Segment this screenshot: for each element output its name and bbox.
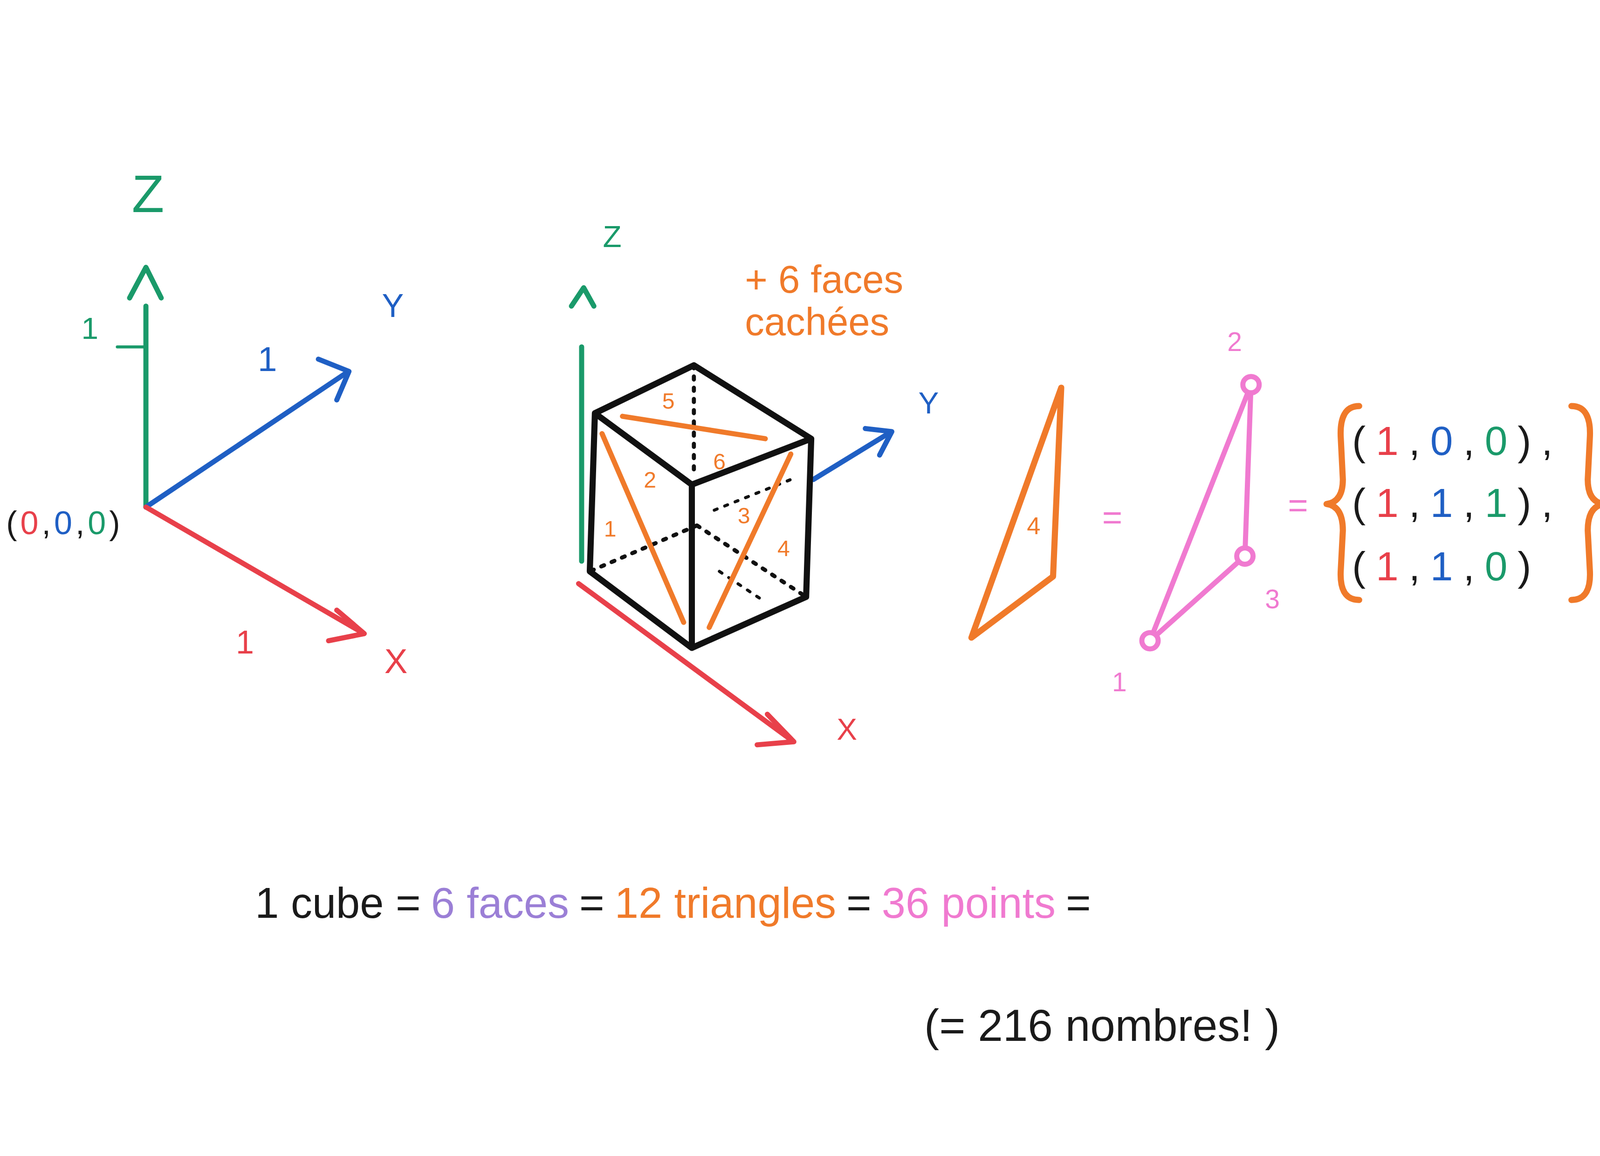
- coordinate-character: ,: [1408, 418, 1431, 464]
- equals-sign: =: [579, 879, 605, 927]
- coordinate-character: ): [109, 505, 124, 542]
- vertex-dot: [1236, 547, 1254, 564]
- equation-row: 1 cube =6 faces=12 triangles=36 points=: [254, 879, 1091, 927]
- face-number: 1: [604, 516, 617, 542]
- coordinate-character: (: [1352, 543, 1376, 590]
- left-axes: [117, 267, 365, 641]
- axis-label: Z: [131, 164, 165, 223]
- x-arrowhead: [757, 714, 795, 745]
- coordinate-character: 1: [1430, 480, 1464, 526]
- coordinate-character: 0: [1484, 543, 1518, 590]
- coordinate-character: ,: [1462, 543, 1485, 590]
- coordinate-character: ,: [41, 505, 54, 542]
- vertex-number: 3: [1264, 584, 1280, 614]
- right-diagonal: [709, 453, 791, 628]
- z-axis: [143, 306, 149, 508]
- coordinate-character: ,: [1408, 543, 1431, 590]
- face-number: 6: [713, 448, 726, 474]
- number-count-note: (= 216 nombres! ): [924, 1000, 1280, 1051]
- coordinate-character: 0: [87, 505, 110, 542]
- coordinate-character: (: [1352, 480, 1376, 526]
- triangle-outline: [1149, 384, 1251, 641]
- axis-label: Y: [918, 386, 939, 420]
- face-number: 5: [662, 388, 675, 414]
- x-arrowhead: [328, 610, 365, 641]
- vertex-number: 2: [1227, 327, 1243, 357]
- vertex-coordinates: (1,0,0),: [1352, 418, 1564, 464]
- axis-label: Z: [603, 219, 622, 254]
- coordinate-character: (: [1352, 418, 1376, 464]
- triangle-number: 4: [1026, 512, 1041, 540]
- right-brace: [1571, 405, 1600, 600]
- unit-mark: 1: [235, 624, 255, 661]
- coordinate-character: ,: [75, 505, 88, 542]
- vertex-coordinates: (1,1,0): [1352, 543, 1542, 589]
- equation-term: 12 triangles: [614, 879, 837, 927]
- equals-sign: =: [846, 879, 872, 927]
- coordinate-character: 1: [1375, 418, 1409, 464]
- axis-label: X: [836, 712, 858, 747]
- vertex-dot: [1242, 376, 1260, 393]
- coordinate-character: ): [1517, 418, 1542, 464]
- face-number: 3: [737, 502, 751, 528]
- coordinate-character: ,: [1541, 418, 1563, 464]
- axis-label: X: [384, 642, 408, 681]
- pink-triangle: [1141, 376, 1260, 649]
- unit-mark: 1: [257, 340, 277, 379]
- z-arrowhead: [129, 267, 162, 298]
- equals-sign: =: [1102, 498, 1123, 537]
- orange-triangle: [971, 387, 1062, 638]
- cube-edges: [589, 365, 811, 648]
- y-axis: [145, 372, 347, 508]
- face-number: 2: [643, 467, 657, 493]
- equation-term: 36 points: [881, 879, 1056, 927]
- unit-mark: 1: [81, 311, 99, 346]
- top-diagonal: [622, 416, 766, 439]
- cube: [589, 365, 811, 648]
- z-axis: [578, 346, 584, 562]
- coordinate-character: 0: [54, 505, 76, 542]
- vertex-number: 1: [1112, 666, 1127, 697]
- coordinate-character: 1: [1484, 480, 1518, 526]
- coordinate-character: ): [1517, 480, 1542, 526]
- coordinate-character: ,: [1408, 480, 1431, 526]
- coordinate-character: ,: [1462, 418, 1485, 464]
- z-arrowhead: [571, 287, 594, 306]
- equation-term: 1 cube =: [254, 879, 421, 927]
- hidden-faces-note: + 6 faces cachées: [744, 258, 1006, 344]
- coordinate-character: (: [6, 505, 21, 542]
- vertex-dot: [1141, 632, 1159, 649]
- coordinate-character: 1: [1375, 543, 1409, 590]
- left-diagonal: [602, 433, 684, 623]
- x-axis: [578, 583, 791, 740]
- vertex-coordinates: (1,1,1),: [1352, 480, 1564, 526]
- equals-sign: =: [1287, 486, 1308, 525]
- face-number: 4: [777, 535, 790, 561]
- origin-coordinates: (0,0,0): [6, 505, 124, 542]
- coordinate-character: 1: [1430, 543, 1464, 590]
- coordinate-character: 0: [20, 505, 42, 542]
- z-tick: [117, 345, 146, 349]
- coordinate-character: ,: [1541, 480, 1563, 526]
- equals-sign: =: [1065, 879, 1092, 927]
- coordinate-character: 1: [1375, 480, 1409, 526]
- cube-axes: [571, 287, 892, 745]
- y-arrowhead: [318, 358, 350, 400]
- coordinate-character: 0: [1484, 418, 1518, 464]
- axis-label: Y: [382, 288, 405, 324]
- coordinate-character: 0: [1430, 418, 1464, 464]
- coordinate-character: ,: [1462, 480, 1485, 526]
- x-axis: [145, 507, 363, 633]
- y-arrowhead: [865, 428, 893, 455]
- equation-term: 6 faces: [431, 879, 570, 927]
- coordinate-character: ): [1517, 543, 1542, 590]
